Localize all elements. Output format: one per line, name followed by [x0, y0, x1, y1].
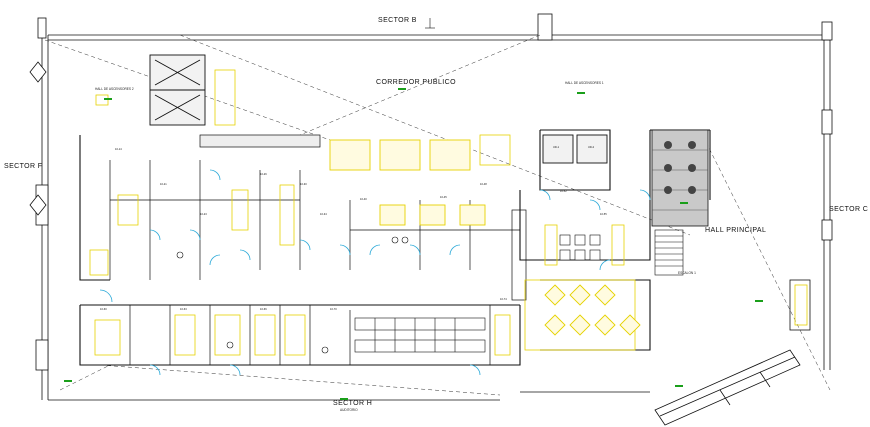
restroom-fixtures: [176, 234, 601, 354]
corredor-publico-label: CORREDOR PUBLICO: [376, 79, 456, 86]
svg-text:10-66: 10-66: [260, 307, 267, 311]
furniture-desks: [89, 69, 808, 356]
svg-text:10-52: 10-52: [560, 189, 567, 193]
workstation-row: [354, 317, 486, 353]
svg-text:10-34: 10-34: [320, 212, 327, 216]
svg-text:10-21: 10-21: [160, 182, 167, 186]
svg-text:10-48: 10-48: [480, 182, 487, 186]
stairs: [425, 18, 684, 276]
partition-walls: [109, 134, 527, 365]
sector-b-label: SECTOR B: [378, 17, 417, 24]
svg-text:10-63: 10-63: [180, 307, 187, 311]
escalon-label: ESCALON 1: [678, 271, 696, 275]
sector-c-label: SECTOR C: [829, 206, 868, 213]
entrance-ramp: [654, 279, 811, 426]
svg-text:10-45: 10-45: [440, 195, 447, 199]
svg-text:10-74: 10-74: [500, 297, 507, 301]
svg-text:UD-1: UD-1: [553, 145, 560, 149]
svg-text:10-23: 10-23: [200, 212, 207, 216]
structural-grid: [29, 13, 833, 401]
svg-text:UD-2: UD-2: [588, 145, 595, 149]
svg-text:10-40: 10-40: [360, 197, 367, 201]
svg-text:10-55: 10-55: [600, 212, 607, 216]
room-tag-markers: [64, 88, 763, 400]
cafeteria-tables: [544, 284, 641, 336]
meeting-tables: [329, 139, 486, 226]
svg-text:10-70: 10-70: [330, 307, 337, 311]
room-code-tags: 10-14 10-21 10-23 10-26 10-30 10-34 10-4…: [100, 145, 607, 311]
sector-h-label: SECTOR H: [333, 400, 372, 407]
door-swings: [99, 169, 651, 376]
sector-f-label: SECTOR F: [4, 163, 42, 170]
svg-text:10-14: 10-14: [115, 147, 122, 151]
diagonal-guides: [44, 34, 831, 396]
svg-text:10-26: 10-26: [260, 172, 267, 176]
hall-ascensores-2-label: HALL DE ASCENSORES 2: [95, 87, 134, 91]
elevator-shafts: [149, 54, 608, 164]
hall-ascensores-1-label: HALL DE ASCENSORES 1: [565, 81, 604, 85]
atrium-hatch: [651, 129, 709, 227]
svg-text:10-30: 10-30: [300, 182, 307, 186]
hall-principal-label: HALL PRINCIPAL: [705, 227, 766, 234]
svg-text:10-60: 10-60: [100, 307, 107, 311]
auditorio-label: AUDITORIO: [340, 408, 358, 412]
